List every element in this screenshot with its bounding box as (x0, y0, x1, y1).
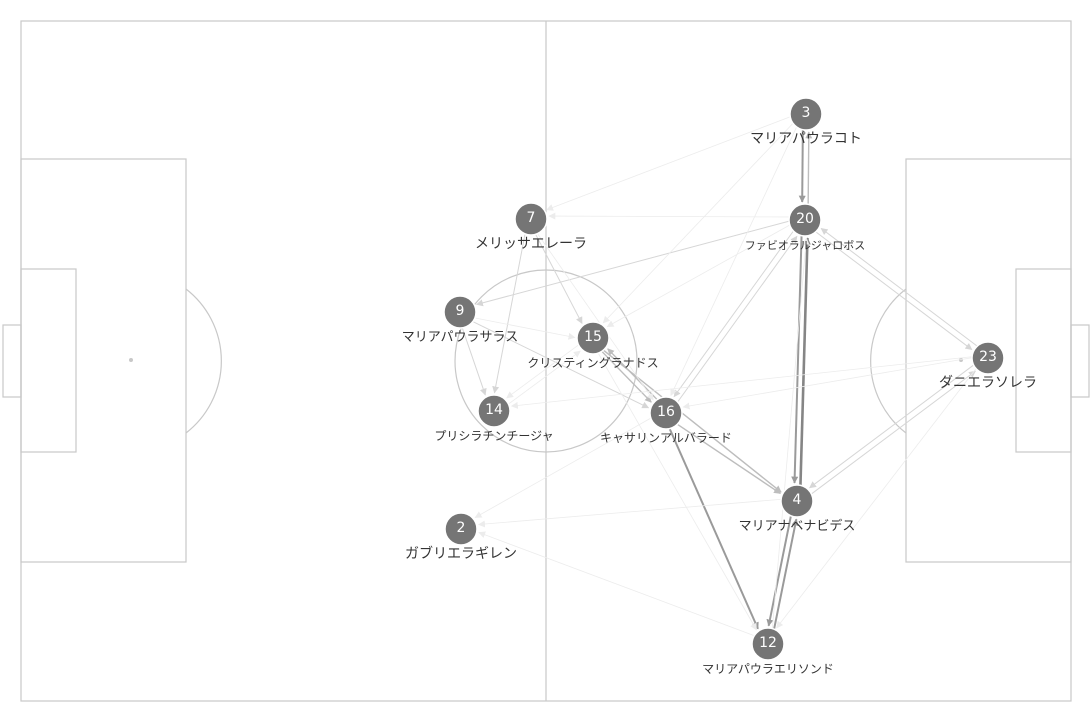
left-goal-area (20, 268, 77, 453)
pass-edge-p16-p20 (677, 235, 798, 403)
pass-edge-p12-p20 (771, 237, 810, 629)
pass-edge-p20-p4 (791, 235, 803, 484)
player-circle[interactable] (649, 396, 683, 430)
pass-edge-p15-p16 (601, 351, 652, 403)
pass-edge-p9-p15 (475, 317, 576, 340)
player-nodes: 3 マリアパウラコト 20 ファビオラルジャロボス 7 メリッサエレーラ 9 マリアパウラサラ… (402, 97, 1037, 676)
player-circle[interactable] (971, 341, 1005, 375)
pass-edge-p4-p20 (799, 237, 811, 486)
player-node-3[interactable]: 3 マリアパウラコト (750, 97, 862, 147)
player-number: 7 (527, 210, 536, 226)
right-goal-area (1015, 268, 1072, 453)
pass-edge-p20-p15 (606, 224, 790, 327)
pass-edge-p7-p16 (537, 233, 654, 401)
player-circle[interactable] (789, 97, 823, 131)
player-number: 12 (759, 635, 777, 651)
player-name-label: マリアパウラコト (750, 131, 862, 147)
pass-edge-p3-p15 (602, 123, 794, 324)
player-number: 20 (796, 211, 814, 227)
player-name-label: プリシラチンチージャ (434, 429, 553, 443)
player-number: 3 (802, 105, 811, 121)
player-node-4[interactable]: 4 マリアナベナビデス (739, 484, 856, 534)
pass-edge-p20-p23 (815, 231, 973, 350)
pass-edge-p20-p16 (673, 230, 794, 398)
left-penalty-spot (129, 358, 133, 362)
pass-edge-p15-p14 (506, 344, 579, 399)
player-name-label: キャサリンアルバラード (600, 431, 732, 445)
player-circle[interactable] (477, 394, 511, 428)
pass-edge-p16-p2 (474, 417, 651, 518)
pass-edge-p20-p7 (548, 212, 790, 220)
player-number: 9 (456, 303, 465, 319)
player-name-label: メリッサエレーラ (475, 236, 587, 252)
player-circle[interactable] (788, 203, 822, 237)
player-name-label: マリアナベナビデス (739, 518, 856, 534)
pass-edge-p3-p16 (670, 127, 797, 397)
pass-edge-p16-p12 (668, 428, 759, 630)
pass-edge-p20-p3 (805, 131, 813, 205)
player-name-label: ガブリエラギレン (405, 545, 517, 562)
player-name-label: ファビオラルジャロボス (745, 239, 865, 252)
player-number: 16 (657, 404, 675, 420)
player-name-label: クリスティングラナドス (527, 356, 658, 370)
player-node-16[interactable]: 16 キャサリンアルバラード (600, 396, 732, 445)
pass-edge-p4-p2 (477, 498, 781, 528)
pass-edge-p16-p4 (677, 423, 781, 495)
player-circle[interactable] (780, 484, 814, 518)
player-number: 15 (584, 329, 602, 345)
pass-edge-p12-p2 (478, 531, 755, 636)
pass-edge-p15-p12 (597, 353, 757, 631)
pass-edge-p7-p14 (492, 234, 526, 394)
center-circle (454, 269, 638, 453)
pass-edge-p15-p4 (603, 349, 782, 493)
player-circle[interactable] (576, 321, 610, 355)
player-node-9[interactable]: 9 マリアパウラサラス (402, 295, 518, 345)
player-name-label: ダニエラソレラ (939, 375, 1037, 391)
player-circle[interactable] (444, 512, 478, 546)
player-node-20[interactable]: 20 ファビオラルジャロボス (745, 203, 865, 252)
pitch-markings (2, 20, 1090, 702)
player-number: 23 (979, 349, 997, 365)
player-number: 4 (793, 492, 802, 508)
pass-edge-p12-p4 (773, 518, 799, 630)
pass-edge-p4-p23 (811, 370, 976, 495)
player-node-7[interactable]: 7 メリッサエレーラ (475, 202, 587, 252)
pass-edge-p23-p14 (510, 356, 972, 409)
player-node-15[interactable]: 15 クリスティングラナドス (527, 321, 659, 370)
player-node-2[interactable]: 2 ガブリエラギレン (405, 512, 517, 562)
pass-edge-p20-p9 (475, 220, 789, 307)
pass-edge-p3-p20 (798, 129, 806, 203)
pass-edge-p23-p4 (809, 364, 974, 489)
pass-edge-p23-p16 (682, 357, 972, 410)
left-penalty-area (20, 158, 187, 563)
pass-edge-p23-p20 (820, 228, 978, 347)
right-goal (1070, 324, 1090, 398)
pass-edge-p23-p12 (776, 368, 977, 629)
player-circle[interactable] (751, 627, 785, 661)
left-penalty-arc (185, 288, 222, 434)
player-node-23[interactable]: 23 ダニエラソレラ (939, 341, 1037, 391)
player-name-label: マリアパウラサラス (402, 330, 518, 345)
right-penalty-arc (870, 288, 907, 434)
pass-edge-p9-p14 (461, 327, 487, 396)
player-number: 2 (457, 520, 466, 536)
left-goal (2, 324, 22, 398)
player-node-14[interactable]: 14 プリシラチンチージャ (434, 394, 554, 443)
pass-edges (461, 116, 978, 636)
player-node-12[interactable]: 12 マリアパウラエリソンド (702, 627, 834, 676)
player-circle[interactable] (514, 202, 548, 236)
player-number: 14 (485, 402, 503, 418)
pass-edge-p9-p16 (472, 321, 650, 409)
player-circle[interactable] (443, 295, 477, 329)
pass-edge-p14-p15 (508, 350, 581, 405)
pass-edge-p4-p12 (766, 515, 792, 627)
player-name-label: マリアパウラエリソンド (702, 662, 834, 676)
pass-edge-p3-p7 (546, 116, 791, 211)
pass-edge-p7-p15 (535, 234, 583, 325)
